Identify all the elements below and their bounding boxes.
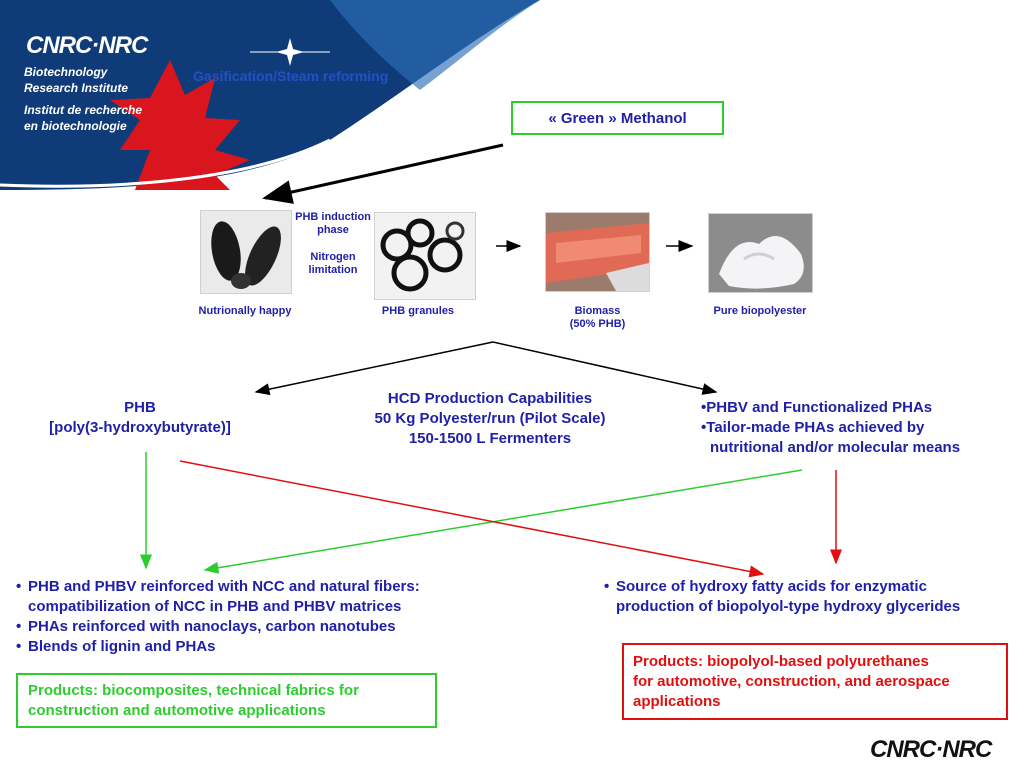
split-arrow-right bbox=[492, 341, 718, 395]
list-item: Source of hydroxy fatty acids for enzyma… bbox=[604, 577, 1019, 617]
label-biomass-line2: (50% PHB) bbox=[569, 318, 626, 330]
hcd-line2: 50 Kg Polyester/run (Pilot Scale) bbox=[374, 410, 606, 427]
split-arrow-left bbox=[254, 341, 494, 396]
phb-to-fatty-acids-arrow bbox=[179, 460, 765, 578]
phbv-to-composites-arrow bbox=[203, 469, 803, 574]
phb-line1: PHB bbox=[124, 399, 156, 416]
biomass-image bbox=[545, 212, 650, 292]
phbv-item1: •PHBV and Functionalized PHAs bbox=[701, 399, 933, 416]
bacteria-cells-image bbox=[200, 210, 292, 294]
institute-fr-line1: Institut de recherche bbox=[24, 103, 143, 117]
sparkle-icon bbox=[250, 38, 330, 66]
phb-title: PHB [poly(3-hydroxybutyrate)] bbox=[30, 398, 250, 438]
hcd-line3: 150-1500 L Fermenters bbox=[408, 430, 572, 447]
green-methanol-box: « Green » Methanol bbox=[511, 101, 724, 135]
products-green-line1: Products: biocomposites, technical fabri… bbox=[28, 682, 359, 699]
composites-list: PHB and PHBV reinforced with NCC and nat… bbox=[16, 577, 496, 657]
composites-item1-line2: compatibilization of NCC in PHB and PHBV… bbox=[28, 598, 402, 615]
green-methanol-label: « Green » Methanol bbox=[548, 109, 687, 127]
institute-name-en: Biotechnology Research Institute bbox=[24, 64, 128, 96]
institute-en-line2: Research Institute bbox=[24, 81, 129, 95]
composites-item1-line1: PHB and PHBV reinforced with NCC and nat… bbox=[28, 578, 420, 595]
label-pure-biopolyester: Pure biopolyester bbox=[713, 305, 807, 317]
fatty-acids-line2: production of biopolyol-type hydroxy gly… bbox=[616, 598, 961, 615]
induction-line2: phase bbox=[317, 224, 349, 236]
induction-line1: PHB induction bbox=[295, 211, 371, 223]
institute-fr-line2: en biotechnologie bbox=[24, 119, 127, 133]
phb-line2: [poly(3-hydroxybutyrate)] bbox=[49, 419, 231, 436]
products-green-box: Products: biocomposites, technical fabri… bbox=[16, 673, 437, 728]
label-biomass-line1: Biomass bbox=[574, 305, 621, 317]
maple-leaf-icon bbox=[110, 60, 250, 190]
induction-phase-label: PHB induction phase Nitrogen limitation bbox=[290, 211, 376, 277]
products-green-line2: construction and automotive applications bbox=[28, 702, 326, 719]
phbv-item2-continued: nutritional and/or molecular means bbox=[710, 439, 961, 456]
list-item: PHB and PHBV reinforced with NCC and nat… bbox=[16, 577, 496, 617]
nitrogen-line2: limitation bbox=[308, 264, 358, 276]
fatty-acids-line1: Source of hydroxy fatty acids for enzyma… bbox=[616, 578, 927, 595]
footer-logo: CNRC·NRC bbox=[870, 736, 992, 763]
label-phb-granules: PHB granules bbox=[381, 305, 455, 317]
hcd-line1: HCD Production Capabilities bbox=[387, 390, 593, 407]
institute-en-line1: Biotechnology bbox=[24, 65, 108, 79]
phbv-item2-text: Tailor-made PHAs achieved by bbox=[706, 419, 925, 436]
header-banner bbox=[0, 0, 540, 190]
overlay-title: Gasification/Steam reforming bbox=[193, 68, 389, 84]
header-logo: CNRC·NRC bbox=[26, 32, 148, 59]
pure-biopolyester-image bbox=[708, 213, 813, 293]
label-nutrionally-happy: Nutrionally happy bbox=[198, 305, 292, 317]
label-biomass: Biomass (50% PHB) bbox=[550, 305, 645, 331]
phbv-list: •PHBV and Functionalized PHAs •Tailor-ma… bbox=[701, 398, 1011, 458]
list-item: Blends of lignin and PHAs bbox=[16, 637, 496, 657]
institute-name-fr: Institut de recherche en biotechnologie bbox=[24, 102, 142, 134]
nitrogen-line1: Nitrogen bbox=[310, 251, 356, 263]
products-red-line3: applications bbox=[633, 693, 721, 710]
products-red-box: Products: biopolyol-based polyurethanes … bbox=[622, 643, 1008, 720]
hcd-capabilities: HCD Production Capabilities 50 Kg Polyes… bbox=[340, 389, 640, 449]
phbv-item1-text: PHBV and Functionalized PHAs bbox=[706, 399, 933, 416]
list-item: PHAs reinforced with nanoclays, carbon n… bbox=[16, 617, 496, 637]
phb-granules-image bbox=[374, 212, 476, 300]
products-red-line2: for automotive, construction, and aerosp… bbox=[633, 673, 950, 690]
fatty-acids-list: Source of hydroxy fatty acids for enzyma… bbox=[604, 577, 1019, 617]
phbv-item2: •Tailor-made PHAs achieved by bbox=[701, 419, 925, 436]
products-red-line1: Products: biopolyol-based polyurethanes bbox=[633, 653, 929, 670]
